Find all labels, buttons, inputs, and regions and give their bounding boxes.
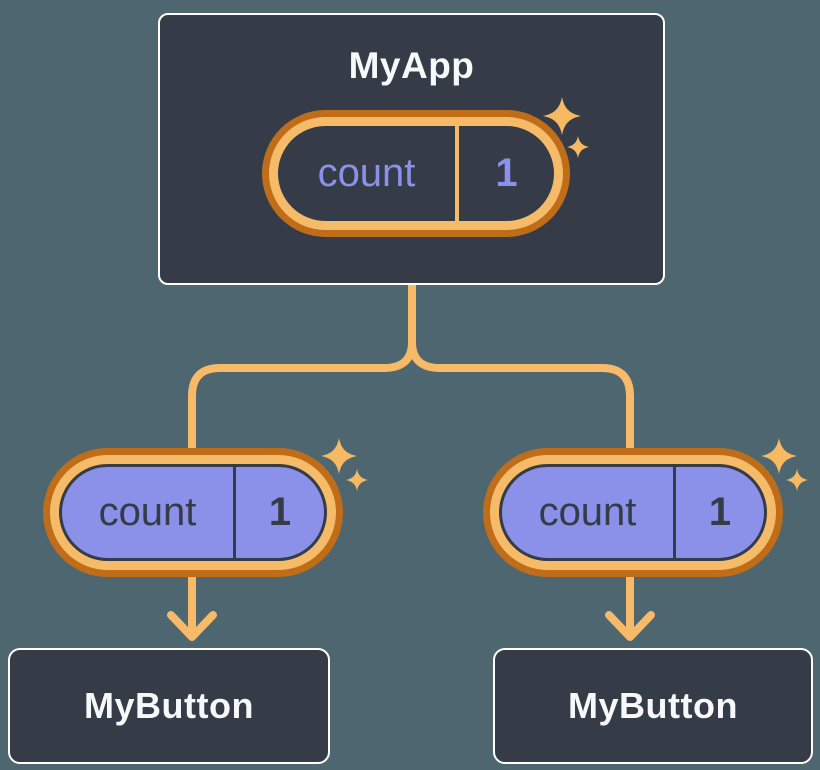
sparkle-icon — [346, 469, 368, 491]
prop-name-label: count — [98, 490, 197, 534]
sparkle-icon — [321, 438, 357, 474]
node-mybutton-right: MyButton — [493, 648, 813, 764]
prop-pill-body: count 1 — [499, 464, 767, 561]
sparkle-icon — [567, 136, 589, 158]
state-value: 1 — [495, 151, 518, 195]
prop-pill-ring: count 1 — [50, 455, 336, 570]
pill-divider — [233, 467, 236, 558]
state-pill-body: count 1 — [278, 126, 554, 221]
node-mybutton-left-title: MyButton — [84, 685, 254, 726]
prop-pill-ring: count 1 — [490, 455, 776, 570]
prop-pill-right: count 1 — [483, 448, 783, 577]
prop-pill-left: count 1 — [43, 448, 343, 577]
prop-name-label: count — [538, 490, 637, 534]
arrowhead-left-icon — [167, 611, 217, 641]
arrowhead-right-icon — [605, 611, 655, 641]
sparkle-icon — [543, 97, 581, 135]
connector-right-branch — [408, 280, 634, 637]
node-mybutton-right-title: MyButton — [568, 685, 738, 726]
pill-divider — [673, 467, 676, 558]
state-name-label: count — [317, 151, 416, 195]
node-mybutton-left: MyButton — [8, 648, 330, 764]
prop-value: 1 — [268, 490, 292, 534]
state-pill-myapp: count 1 — [262, 110, 570, 237]
prop-value: 1 — [708, 490, 732, 534]
sparkle-icon — [786, 469, 808, 491]
prop-pill-body: count 1 — [59, 464, 327, 561]
pill-divider — [455, 126, 459, 221]
node-myapp-title: MyApp — [348, 45, 475, 86]
sparkle-icon — [761, 438, 797, 474]
state-pill-ring: count 1 — [269, 117, 563, 230]
